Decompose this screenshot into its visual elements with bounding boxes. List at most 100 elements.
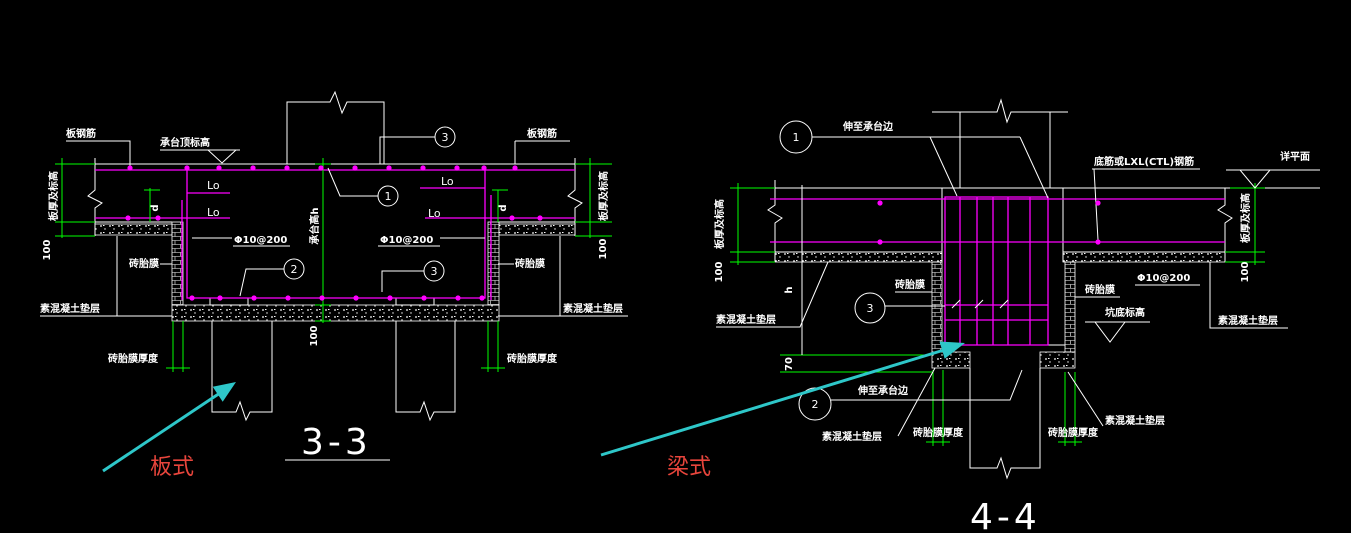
label-rebar-spec-left: Φ10@200 bbox=[234, 235, 287, 246]
label-slab-thickness-left: 板厚及标高 bbox=[47, 171, 60, 221]
label-extend-to-cap-bottom: 伸至承台边 bbox=[857, 384, 909, 397]
rebar-dot bbox=[479, 295, 485, 301]
stirrup-ticks-4-4 bbox=[951, 299, 1009, 309]
label-lo-bottom-left: Lo bbox=[207, 206, 220, 219]
section-title-4-4: 4-4 bbox=[970, 497, 1041, 533]
label-slab-thickness-left-4-4: 板厚及标高 bbox=[713, 199, 726, 249]
callout-3-3-c3-bottom: 3 bbox=[431, 265, 438, 278]
label-cap-top-elevation: 承台顶标高 bbox=[160, 136, 210, 149]
label-brick-mold-right: 砖胎膜 bbox=[515, 257, 545, 270]
rebar-dot bbox=[386, 165, 392, 171]
column-with-break-4-4 bbox=[932, 98, 1068, 188]
label-extend-to-cap-top: 伸至承台边 bbox=[842, 120, 894, 133]
label-dim-100-bottom: 100 bbox=[309, 326, 320, 347]
label-blinding-bottom-right-4-4: 素混凝土垫层 bbox=[1105, 414, 1165, 427]
callout-4-4-c1: 1 bbox=[793, 131, 800, 144]
label-see-plan: 详平面 bbox=[1280, 150, 1310, 163]
rebar-dot bbox=[352, 165, 358, 171]
brick-mold-wall-right-3-3 bbox=[487, 221, 500, 306]
rebar-dot bbox=[387, 295, 393, 301]
callout-circle-3-3-c3-bottom bbox=[423, 260, 445, 282]
brick-mold-wall-right-4-4 bbox=[1064, 261, 1076, 353]
cap-blinding-layer-3-3 bbox=[171, 304, 500, 322]
rebar-dot bbox=[217, 295, 223, 301]
slab-blinding-left-3-3 bbox=[94, 223, 173, 236]
label-dim-d-right: d bbox=[498, 204, 509, 211]
rebar-dot bbox=[421, 295, 427, 301]
label-brick-thickness-left-4-4: 砖胎膜厚度 bbox=[913, 426, 964, 439]
arrow-slab-type bbox=[102, 391, 221, 473]
label-slab-rebar-left: 板钢筋 bbox=[66, 127, 96, 140]
callout-circle-4-4-c3 bbox=[854, 292, 886, 324]
section-4-4: 1 3 2 伸至承台边 底筋或LXL(CTL)钢筋 详平面 板厚及标高 100 … bbox=[713, 98, 1320, 533]
label-blinding-bottom-left-4-4: 素混凝土垫层 bbox=[822, 430, 882, 443]
callout-3-3-c2: 2 bbox=[291, 263, 298, 276]
label-dim-100-left-4-4: 100 bbox=[714, 262, 725, 283]
rebar-lines-3-3 bbox=[95, 168, 575, 300]
beam-blinding-left-4-4 bbox=[931, 351, 971, 369]
label-dim-100-right: 100 bbox=[598, 239, 609, 260]
arrowhead-beam-type-icon bbox=[939, 341, 965, 359]
label-dim-70-4-4: 70 bbox=[784, 357, 795, 371]
label-slab-thickness-right: 板厚及标高 bbox=[597, 171, 610, 221]
label-cap-height: 承台高h bbox=[308, 207, 321, 244]
label-brick-mold-left: 砖胎膜 bbox=[129, 257, 159, 270]
label-dim-100-left: 100 bbox=[42, 240, 53, 261]
label-brick-thickness-right-4-4: 砖胎膜厚度 bbox=[1048, 426, 1099, 439]
dimension-lines-4-4 bbox=[730, 183, 1265, 446]
label-lo-top-right: Lo bbox=[441, 175, 454, 188]
brick-mold-wall-left-4-4 bbox=[931, 261, 943, 353]
rebar-dot bbox=[1095, 239, 1101, 245]
rebar-dot bbox=[189, 295, 195, 301]
callout-4-4-c3: 3 bbox=[867, 302, 874, 315]
callout-3-3-c1: 1 bbox=[385, 190, 392, 203]
rebar-dot bbox=[353, 295, 359, 301]
label-lo-bottom-right: Lo bbox=[428, 207, 441, 220]
callout-4-4-c2: 2 bbox=[812, 398, 819, 411]
rebar-dot bbox=[877, 200, 883, 206]
rebar-dot bbox=[481, 165, 487, 171]
label-rebar-spec-right: Φ10@200 bbox=[380, 235, 433, 246]
slab-blinding-right-3-3 bbox=[498, 223, 576, 236]
label-dim-h-4-4: h bbox=[784, 286, 795, 293]
slab-blinding-left-4-4 bbox=[774, 251, 943, 263]
elevation-marker-icon bbox=[206, 149, 238, 164]
pit-bottom-elevation-marker-icon bbox=[1094, 321, 1126, 343]
callout-3-3-c3-top: 3 bbox=[442, 131, 449, 144]
rebar-dot bbox=[509, 215, 515, 221]
see-plan-marker-icon bbox=[1238, 169, 1272, 189]
section-3-3: 3 1 2 3 板钢筋 承台顶标高 板钢筋 Lo Lo Lo Lo Φ10@20… bbox=[40, 90, 628, 463]
rebar-cage-4-4 bbox=[770, 196, 1225, 346]
label-pit-bottom-elevation: 坑底标高 bbox=[1105, 306, 1145, 319]
rebar-dot bbox=[127, 165, 133, 171]
rebar-dot bbox=[512, 165, 518, 171]
label-blinding-left: 素混凝土垫层 bbox=[40, 302, 100, 315]
annotation-beam-type: 梁式 bbox=[667, 455, 711, 480]
label-bottom-rebar: 底筋或LXL(CTL)钢筋 bbox=[1094, 155, 1194, 168]
rebar-dot bbox=[250, 165, 256, 171]
section-title-3-3: 3-3 bbox=[301, 422, 372, 463]
leader-lines-3-3 bbox=[40, 136, 628, 317]
rebar-dot bbox=[455, 295, 461, 301]
label-rebar-spec-4-4: Φ10@200 bbox=[1137, 273, 1190, 284]
rebar-dot bbox=[318, 165, 324, 171]
label-brick-mold-left-4-4: 砖胎膜 bbox=[895, 278, 925, 291]
slab-blinding-right-4-4 bbox=[1062, 251, 1226, 263]
piles-3-3 bbox=[211, 321, 456, 422]
arrowhead-slab-type-icon bbox=[212, 382, 236, 402]
callout-circle-3-3-c2 bbox=[283, 258, 305, 280]
callout-circle-3-3-c1 bbox=[377, 185, 399, 207]
rebar-dot bbox=[125, 215, 131, 221]
annotation-slab-type: 板式 bbox=[150, 455, 194, 480]
rebar-dot bbox=[420, 165, 426, 171]
label-dim-100-right-4-4: 100 bbox=[1240, 262, 1251, 283]
rebar-dot bbox=[285, 295, 291, 301]
label-lo-top-left: Lo bbox=[207, 179, 220, 192]
rebar-dot bbox=[319, 295, 325, 301]
annotations: 板式 梁式 bbox=[102, 341, 965, 480]
rebar-dots bbox=[125, 165, 1101, 301]
label-brick-mold-right-4-4: 砖胎膜 bbox=[1085, 283, 1115, 296]
rebar-dot bbox=[284, 165, 290, 171]
